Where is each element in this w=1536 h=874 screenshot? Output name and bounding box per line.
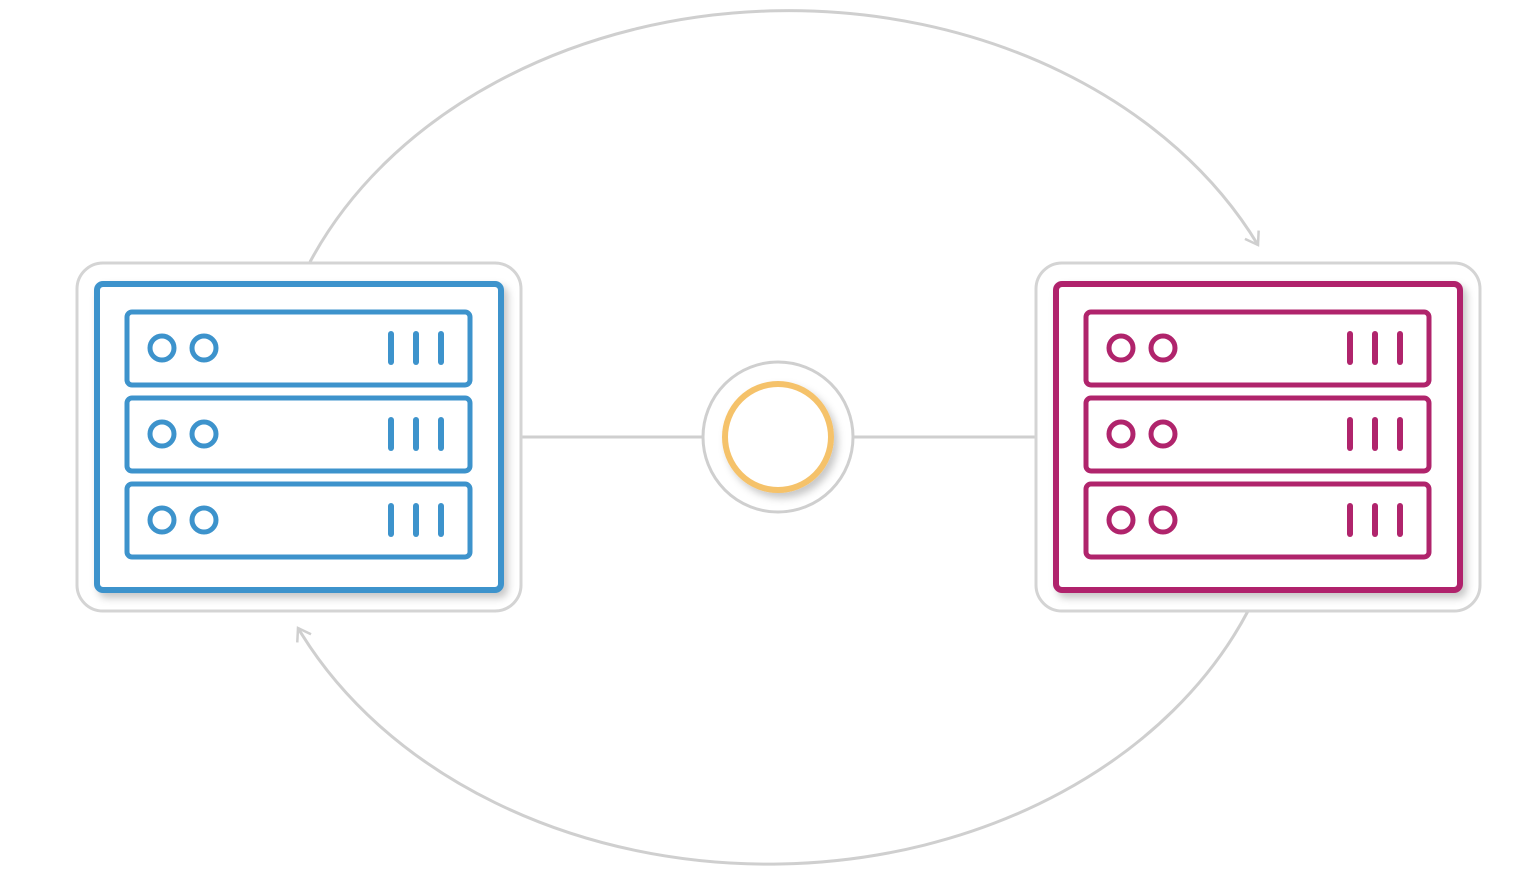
server-unit [1083,481,1432,560]
server-unit [124,481,473,560]
status-light-icon [1148,333,1178,363]
hub-node [701,360,855,514]
server-unit-frame [1083,481,1432,560]
server-unit-frame [124,309,473,388]
server-unit [1083,309,1432,388]
status-light-icon [189,419,219,449]
server-unit-frame [124,395,473,474]
status-light-icon [1106,505,1136,535]
status-light-icon [1106,333,1136,363]
status-light-icon [147,333,177,363]
status-light-icon [147,505,177,535]
status-light-icon [1148,419,1178,449]
status-light-icon [189,333,219,363]
server-unit-frame [1083,309,1432,388]
status-light-icon [1106,419,1136,449]
right-server [1034,261,1482,613]
status-light-icon [1148,505,1178,535]
status-light-icon [147,419,177,449]
hub-ring-icon [722,381,834,493]
left-server [75,261,523,613]
status-light-icon [189,505,219,535]
server-unit [124,395,473,474]
arrow-bottom-right-to-left [296,610,1250,866]
arrow-top-left-to-right [308,9,1260,263]
server-unit-frame [1083,395,1432,474]
server-unit [1083,395,1432,474]
server-unit-frame [124,481,473,560]
server-unit [124,309,473,388]
